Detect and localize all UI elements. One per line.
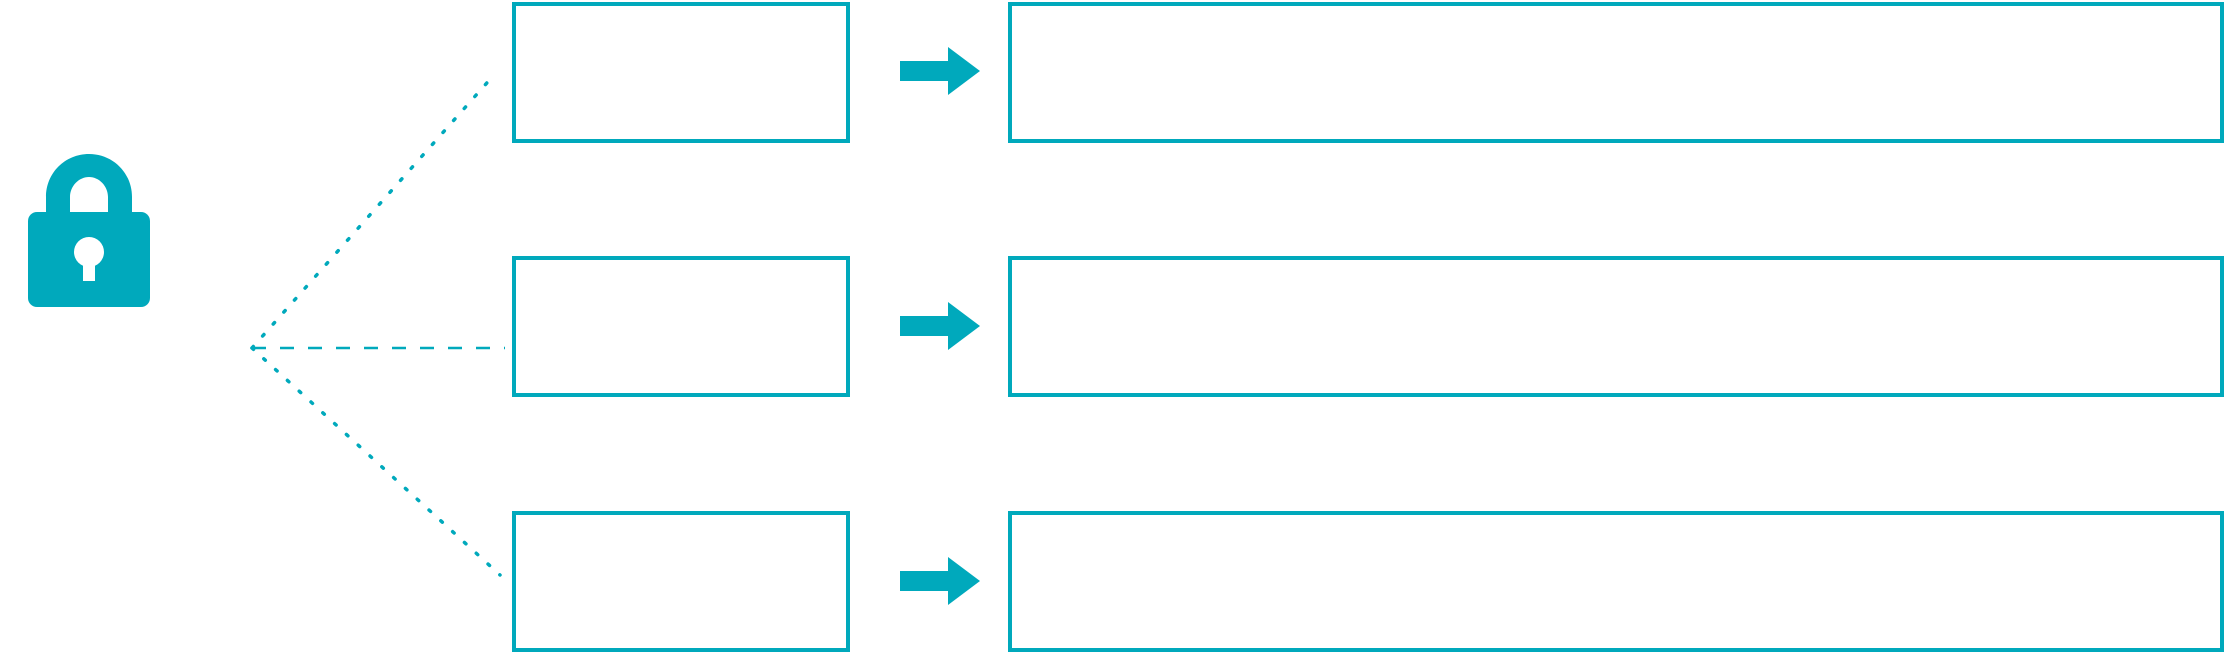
- lock-icon: [24, 150, 154, 310]
- cause-box-1-label: [516, 6, 846, 26]
- arrow-right-icon-1: [900, 45, 980, 97]
- cause-box-2-label: [516, 260, 846, 280]
- effect-box-1[interactable]: [1008, 2, 2224, 143]
- cause-box-1[interactable]: [512, 2, 850, 143]
- effect-box-3[interactable]: [1008, 511, 2224, 652]
- arrow-right-icon-2: [900, 300, 980, 352]
- arrow-right-icon-3: [900, 555, 980, 607]
- effect-box-3-label: [1012, 515, 2220, 535]
- effect-box-2[interactable]: [1008, 256, 2224, 397]
- cause-box-3[interactable]: [512, 511, 850, 652]
- effect-box-1-label: [1012, 6, 2220, 26]
- cause-box-3-label: [516, 515, 846, 535]
- cause-box-2[interactable]: [512, 256, 850, 397]
- effect-box-2-label: [1012, 260, 2220, 280]
